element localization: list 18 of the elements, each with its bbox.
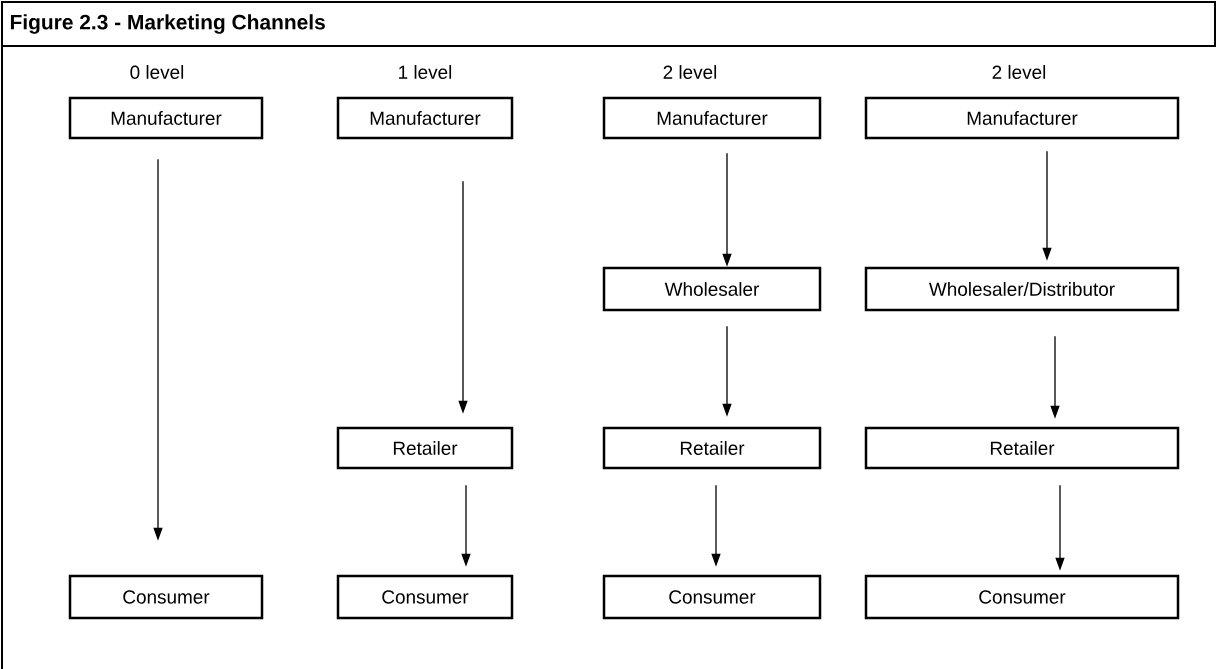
process-box: Manufacturer [602,96,822,140]
level-label: 2 level [992,65,1046,79]
level-label: 2 level [663,65,717,79]
heading-text: Figure 2.3 - Marketing Channels [10,14,325,34]
process-box: Manufacturer [864,96,1180,140]
process-box: Manufacturer [336,96,514,140]
process-box: Wholesaler/Distributor [864,266,1180,312]
level-label: 1 level [399,65,452,79]
process-box: Retailer [602,426,822,470]
process-box: Consumer [602,574,822,620]
process-box: Manufacturer [68,96,264,140]
level-label: 0 level [130,65,184,79]
process-box: Consumer [68,574,264,620]
process-box: Retailer [336,426,514,470]
process-box: Retailer [864,426,1180,470]
process-box: Consumer [864,574,1180,620]
process-box: Wholesaler [602,266,822,312]
process-box: Consumer [336,574,514,620]
